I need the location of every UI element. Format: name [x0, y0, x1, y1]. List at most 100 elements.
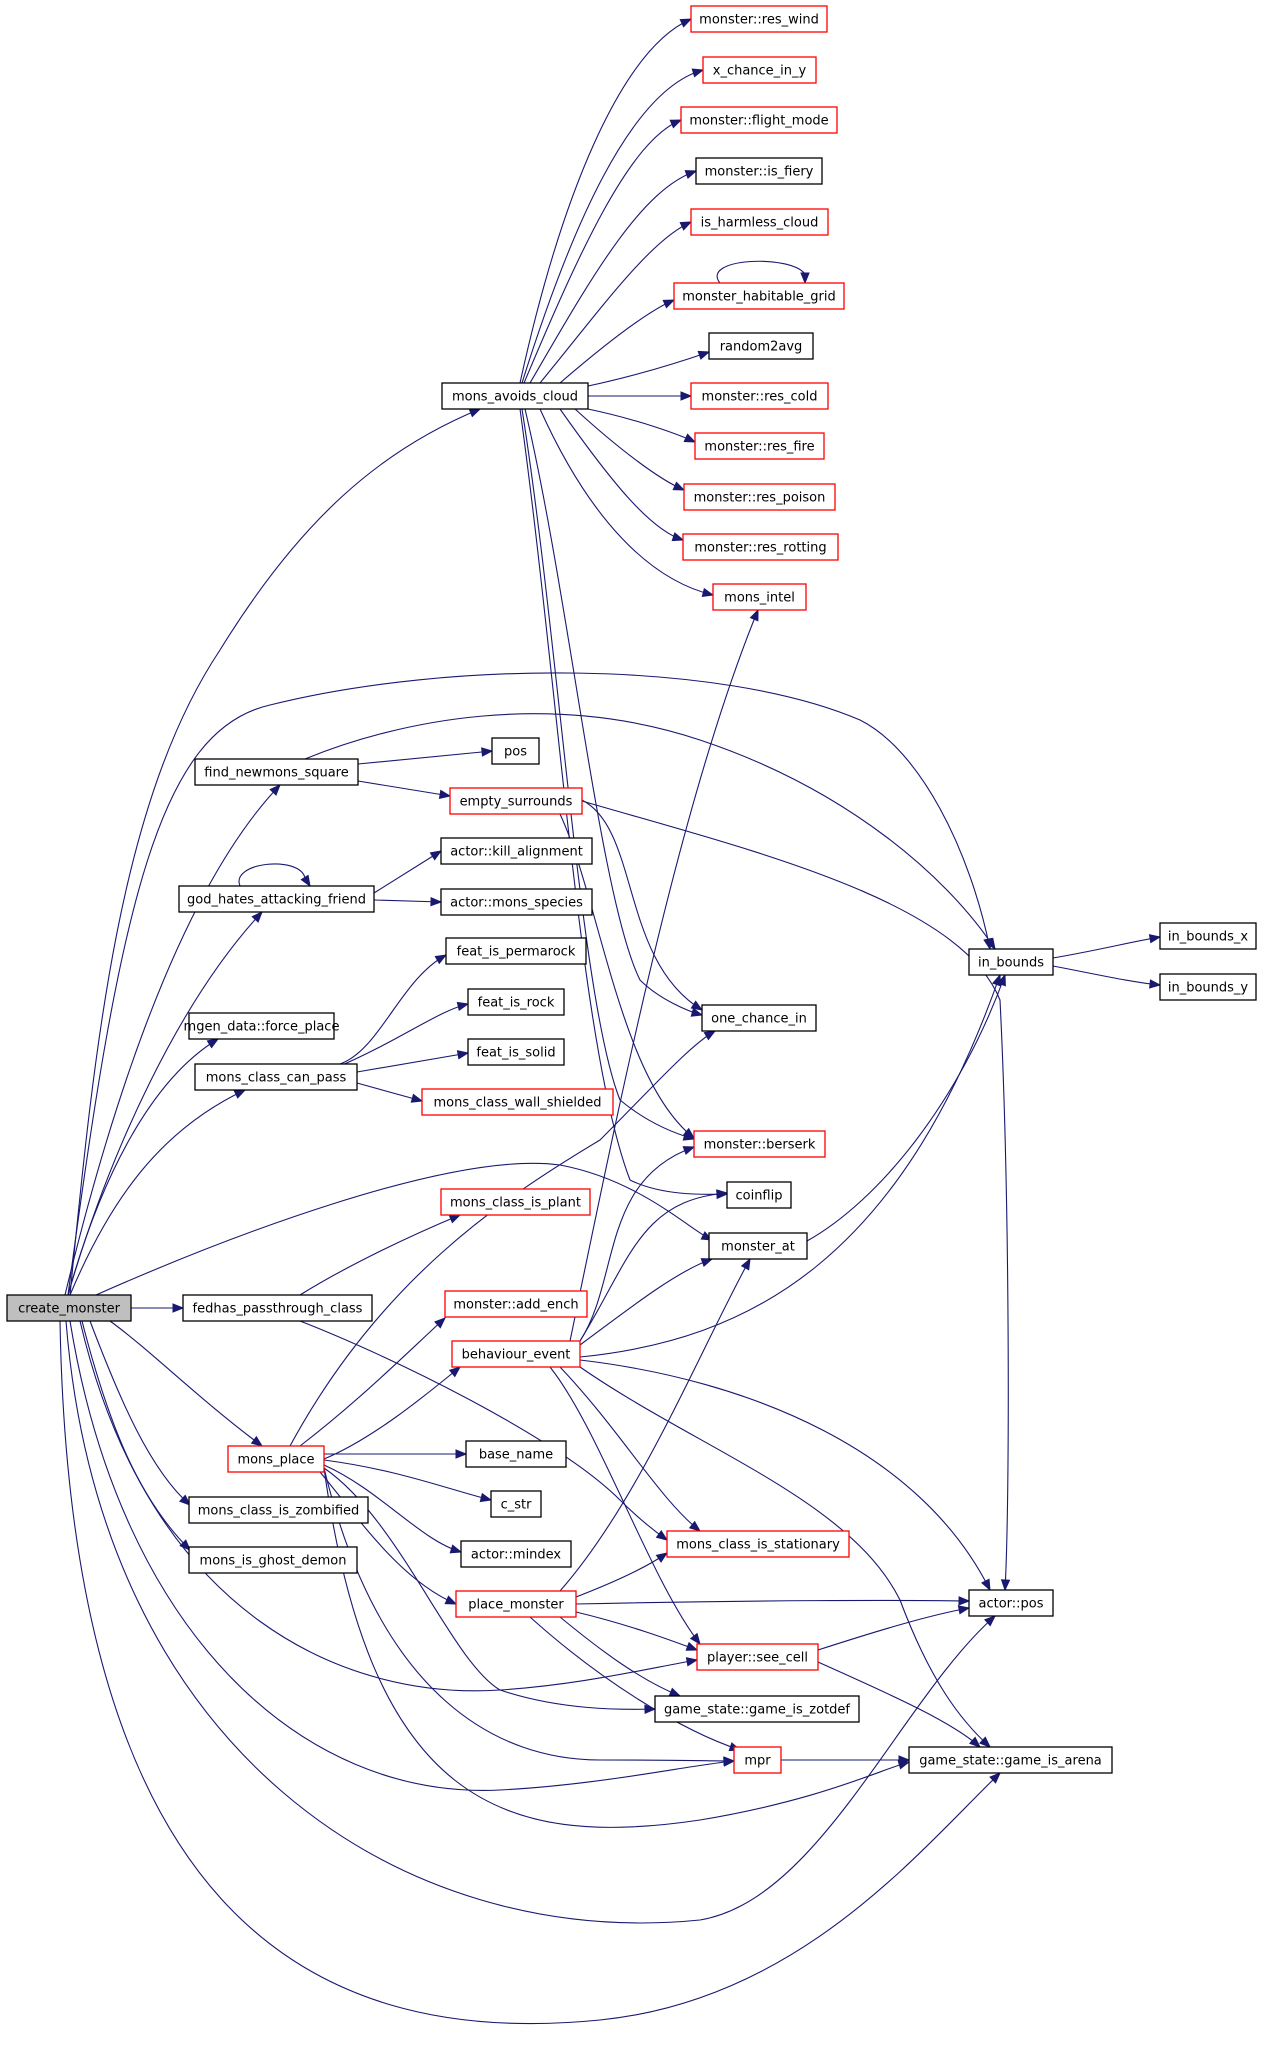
- node-game-state-game-is-zotdef[interactable]: game_state::game_is_zotdef: [654, 1695, 860, 1723]
- edge-line: [559, 1366, 701, 1532]
- node-mons-class-can-pass[interactable]: mons_class_can_pass: [194, 1063, 358, 1091]
- edge-find_newmons_square-to-empty_surrounds: [357, 780, 452, 799]
- node-mons-avoids-cloud[interactable]: mons_avoids_cloud: [441, 382, 589, 410]
- node-player-see-cell[interactable]: player::see_cell: [696, 1643, 819, 1671]
- arrowhead: [456, 1001, 470, 1012]
- node-coinflip[interactable]: coinflip: [726, 1181, 792, 1209]
- node-c-str[interactable]: c_str: [490, 1490, 542, 1518]
- node-feat-is-permarock[interactable]: feat_is_permarock: [445, 937, 587, 965]
- node-box: [188, 1546, 358, 1574]
- node-box: [440, 1188, 591, 1216]
- edge-line: [519, 408, 728, 1195]
- arrowhead: [233, 1089, 247, 1099]
- node-mons-intel[interactable]: mons_intel: [712, 583, 807, 611]
- node-monster-res-cold[interactable]: monster::res_cold: [690, 382, 829, 410]
- node-is-harmless-cloud[interactable]: is_harmless_cloud: [690, 208, 829, 236]
- node-mons-class-wall-shielded[interactable]: mons_class_wall_shielded: [421, 1088, 614, 1116]
- edge-in_bounds-to-in_bounds_y: [1052, 965, 1162, 989]
- node-mons-place[interactable]: mons_place: [227, 1445, 325, 1473]
- arrowhead: [669, 119, 683, 129]
- node-box: [682, 533, 839, 561]
- node-label: actor::mons_species: [450, 896, 583, 911]
- node-mons-class-is-zombified[interactable]: mons_class_is_zombified: [188, 1496, 369, 1524]
- arrowhead: [172, 1303, 185, 1313]
- arrowhead: [992, 973, 1001, 987]
- node-mons-is-ghost-demon[interactable]: mons_is_ghost_demon: [188, 1546, 358, 1574]
- edge-mons_avoids_cloud-to-random2avg: [587, 350, 711, 387]
- node-box: [693, 1130, 826, 1158]
- edge-god_hates_attacking_friend-to-god_hates_attacking_friend: [238, 863, 311, 888]
- edge-line: [587, 408, 696, 443]
- node-mpr[interactable]: mpr: [733, 1746, 782, 1774]
- node-monster-res-rotting[interactable]: monster::res_rotting: [682, 533, 839, 561]
- arrowhead: [438, 789, 452, 799]
- edge-line: [65, 1320, 996, 1924]
- node-monster-res-poison[interactable]: monster::res_poison: [683, 483, 836, 511]
- arrowhead: [679, 18, 693, 28]
- node-in-bounds-y[interactable]: in_bounds_y: [1159, 973, 1257, 1001]
- arrowhead: [691, 68, 705, 78]
- node-box: [449, 787, 583, 815]
- edge-mons_place-to-place_monster: [319, 1471, 458, 1605]
- edge-line: [323, 1467, 735, 1762]
- node-god-hates-attacking-friend[interactable]: god_hates_attacking_friend: [178, 885, 375, 913]
- node-box: [690, 382, 829, 410]
- node-monster-res-wind[interactable]: monster::res_wind: [690, 5, 828, 33]
- node-mons-class-is-stationary[interactable]: mons_class_is_stationary: [666, 1530, 850, 1558]
- node-monster-at[interactable]: monster_at: [708, 1232, 808, 1260]
- arrowhead: [716, 1189, 729, 1199]
- node-in-bounds-x[interactable]: in_bounds_x: [1159, 922, 1257, 950]
- node-x-chance-in-y[interactable]: x_chance_in_y: [702, 56, 817, 84]
- node-label: monster::add_ench: [453, 1298, 578, 1313]
- node-behaviour-event[interactable]: behaviour_event: [451, 1340, 581, 1368]
- node-box: [6, 1294, 132, 1322]
- node-monster-habitable-grid[interactable]: monster_habitable_grid: [673, 282, 845, 310]
- node-box: [673, 282, 845, 310]
- edge-line: [806, 974, 1006, 1242]
- node-label: actor::mindex: [471, 1548, 562, 1563]
- node-game-state-game-is-arena[interactable]: game_state::game_is_arena: [908, 1746, 1113, 1774]
- node-mons-class-is-plant[interactable]: mons_class_is_plant: [440, 1188, 591, 1216]
- node-actor-mons-species[interactable]: actor::mons_species: [440, 888, 593, 916]
- edge-player_see_cell-to-game_state_game_is_arena: [817, 1661, 982, 1748]
- node-box: [451, 1340, 581, 1368]
- node-box: [440, 888, 593, 916]
- node-pos[interactable]: pos: [491, 737, 540, 765]
- arrowhead: [429, 850, 443, 861]
- node-one-chance-in[interactable]: one_chance_in: [701, 1004, 817, 1032]
- node-feat-is-rock[interactable]: feat_is_rock: [467, 988, 565, 1016]
- edge-line: [579, 974, 1001, 1358]
- edge-god_hates_attacking_friend-to-actor_mons_species: [373, 896, 443, 907]
- node-monster-berserk[interactable]: monster::berserk: [693, 1130, 826, 1158]
- node-label: mons_place: [237, 1453, 314, 1468]
- node-monster-add-ench[interactable]: monster::add_ench: [444, 1290, 588, 1318]
- arrowhead: [984, 1615, 997, 1627]
- node-monster-res-fire[interactable]: monster::res_fire: [694, 432, 825, 460]
- node-monster-flight-mode[interactable]: monster::flight_mode: [680, 106, 838, 134]
- node-feat-is-solid[interactable]: feat_is_solid: [467, 1038, 565, 1066]
- node-random2avg[interactable]: random2avg: [708, 332, 814, 360]
- edge-line: [524, 408, 703, 1016]
- node-in-bounds[interactable]: in_bounds: [968, 948, 1054, 976]
- node-base-name[interactable]: base_name: [465, 1440, 567, 1468]
- node-monster-is-fiery[interactable]: monster::is_fiery: [695, 157, 823, 185]
- node-find-newmons-square[interactable]: find_newmons_square: [194, 758, 359, 786]
- edge-line: [1052, 965, 1161, 986]
- node-box: [968, 1589, 1054, 1617]
- node-actor-mindex[interactable]: actor::mindex: [460, 1540, 572, 1568]
- arrowhead: [444, 1595, 458, 1605]
- arrowhead: [680, 391, 693, 401]
- node-fedhas-passthrough-class[interactable]: fedhas_passthrough_class: [182, 1294, 373, 1322]
- node-place-monster[interactable]: place_monster: [455, 1590, 577, 1618]
- edge-mons_place-to-base_name: [324, 1449, 468, 1459]
- node-box: [178, 885, 375, 913]
- edge-mpr-to-game_state_game_is_arena: [781, 1755, 911, 1765]
- edge-create_monster-to-player_see_cell: [79, 1320, 699, 1692]
- arrowhead: [703, 1030, 717, 1041]
- node-actor-pos[interactable]: actor::pos: [968, 1589, 1054, 1617]
- edge-find_newmons_square-to-pos: [357, 747, 494, 765]
- edge-line: [323, 1467, 910, 1828]
- node-mgen-data-force-place[interactable]: mgen_data::force_place: [184, 1012, 340, 1040]
- node-actor-kill-alignment[interactable]: actor::kill_alignment: [440, 837, 593, 865]
- node-empty-surrounds[interactable]: empty_surrounds: [449, 787, 583, 815]
